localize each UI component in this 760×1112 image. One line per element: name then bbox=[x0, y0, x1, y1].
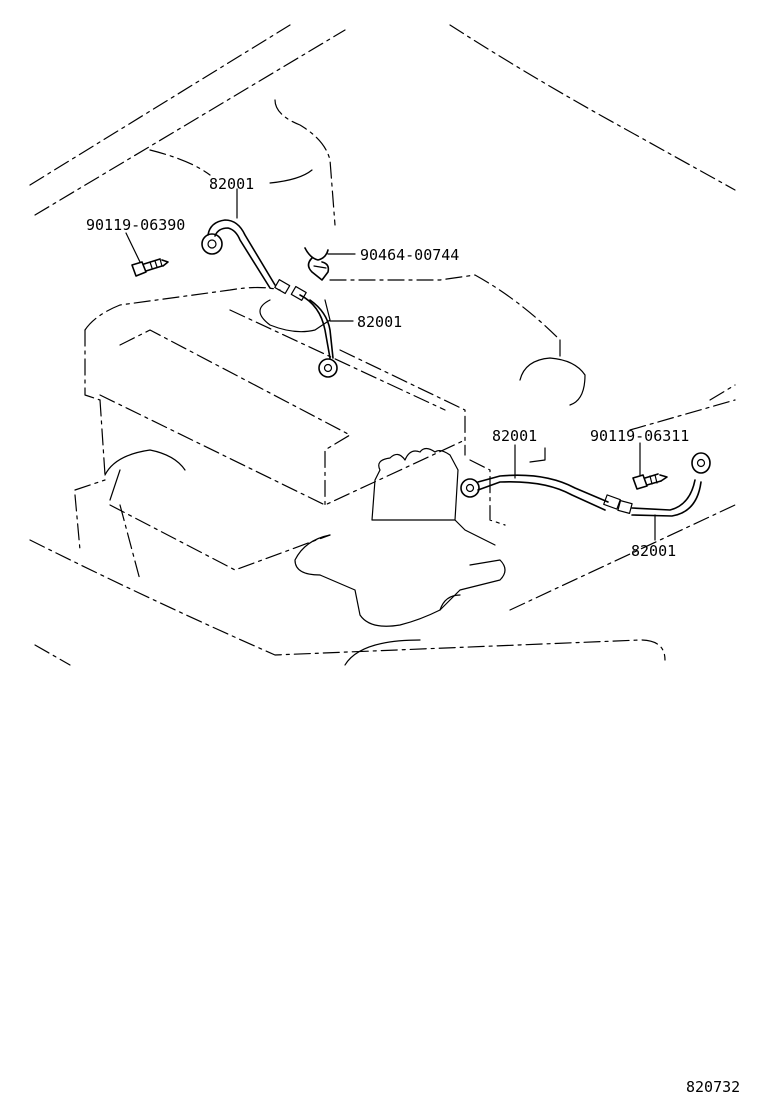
clamp-90464-00744 bbox=[304, 247, 330, 281]
engine-block bbox=[74, 274, 561, 581]
leader-lines bbox=[125, 169, 656, 541]
label-82001-right-top: 82001 bbox=[492, 427, 537, 445]
body-outline bbox=[29, 24, 736, 666]
rear-component bbox=[519, 339, 586, 406]
bolt-90119-06390 bbox=[131, 258, 169, 277]
ground-wire-right bbox=[460, 452, 711, 517]
wire-terminal-ring bbox=[201, 233, 223, 255]
label-82001-upper-mid: 82001 bbox=[357, 313, 402, 331]
wire-terminal-ring bbox=[318, 358, 338, 378]
bolt-90119-06311 bbox=[632, 473, 668, 490]
label-82001-upper-top: 82001 bbox=[209, 175, 254, 193]
label-90119-06390: 90119-06390 bbox=[86, 216, 185, 234]
label-82001-right-bottom: 82001 bbox=[631, 542, 676, 560]
wire-terminal-ring bbox=[460, 478, 480, 498]
illustration-number: 820732 bbox=[686, 1078, 740, 1096]
manifold-assembly bbox=[294, 447, 506, 627]
wire-terminal-ring bbox=[691, 452, 711, 474]
label-90464-00744: 90464-00744 bbox=[360, 246, 459, 264]
part-labels: 82001 90119-06390 90464-00744 82001 8200… bbox=[86, 175, 689, 560]
label-90119-06311: 90119-06311 bbox=[590, 427, 689, 445]
ground-wire-upper bbox=[201, 219, 338, 378]
